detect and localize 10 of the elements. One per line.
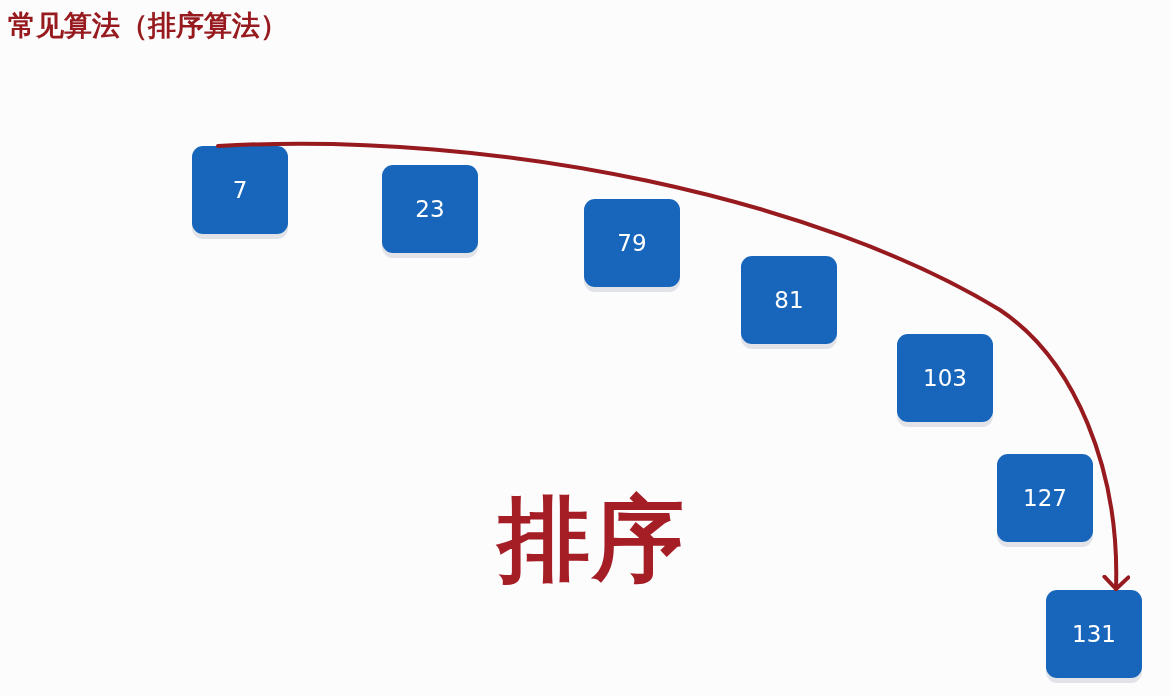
- number-text: 131: [1072, 620, 1116, 648]
- number-text: 127: [1023, 484, 1067, 512]
- title: 常见算法（排序算法）: [8, 8, 288, 44]
- number-text: 7: [232, 176, 248, 204]
- heading-text: 排序: [498, 488, 686, 592]
- number-text: 103: [923, 364, 967, 392]
- curved-arrow: [216, 141, 1130, 591]
- number-text: 23: [415, 195, 445, 223]
- number-text: 81: [774, 286, 804, 314]
- number-text: 79: [617, 229, 647, 257]
